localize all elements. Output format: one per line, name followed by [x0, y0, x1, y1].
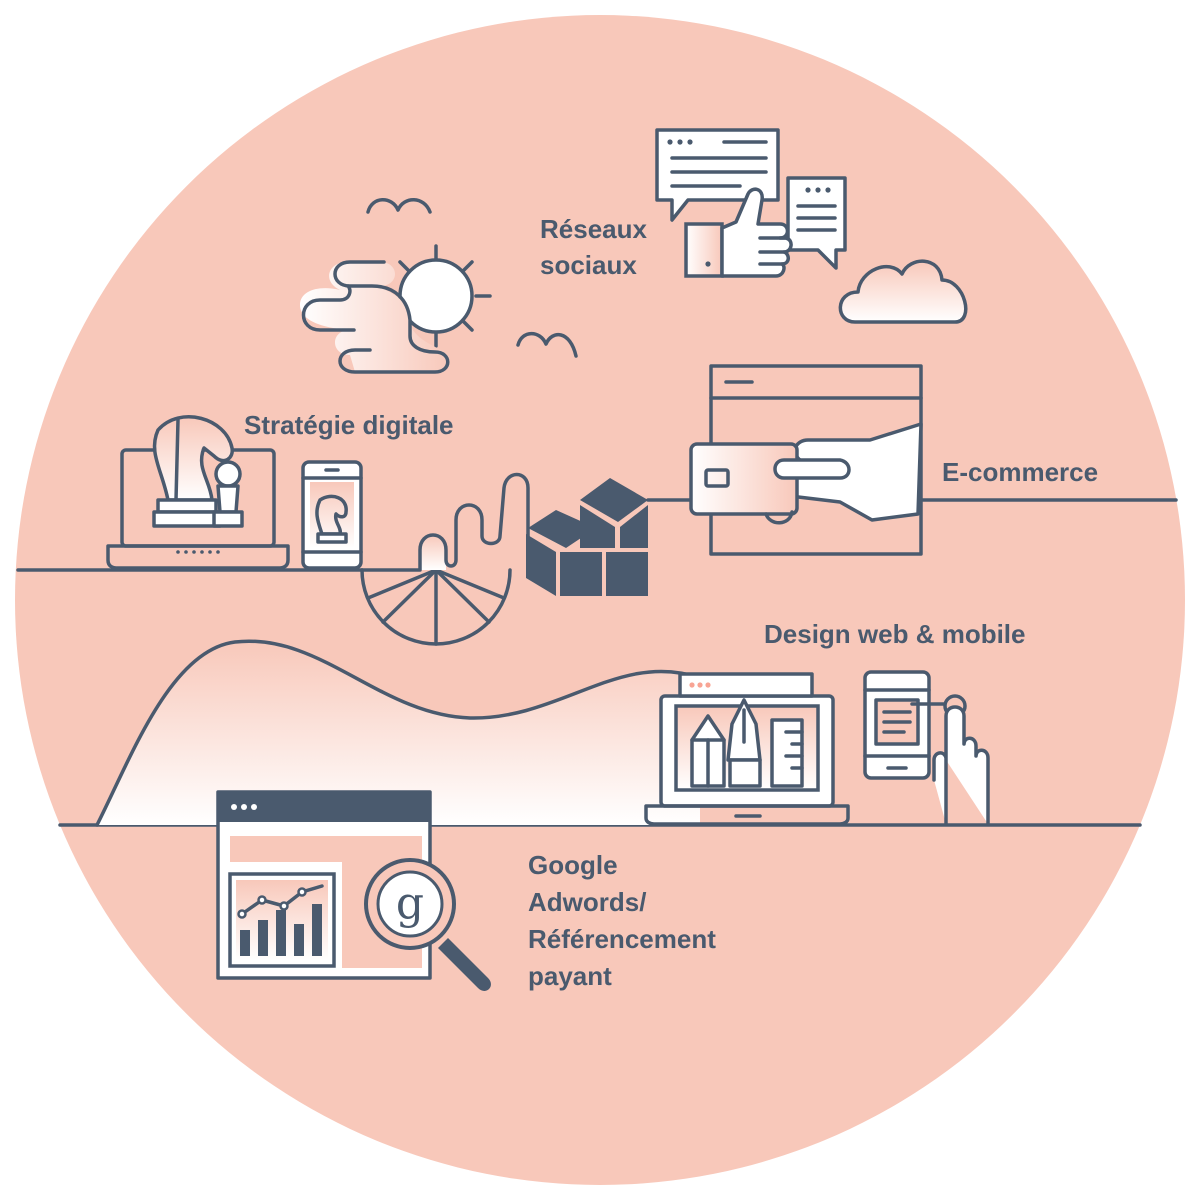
laptop-design-tools-icon	[644, 672, 850, 826]
label-google-3: Référencement	[528, 924, 716, 954]
phone-chess-icon	[301, 460, 363, 570]
label-reseaux-sociaux-1: Réseaux	[540, 214, 647, 244]
background-circle	[15, 15, 1185, 1185]
bird-icon	[516, 331, 578, 358]
label-google-2: Adwords/	[528, 887, 646, 917]
credit-card-hand-icon	[689, 422, 923, 525]
ferris-wheel-icon	[360, 472, 530, 646]
label-google-4: payant	[528, 961, 612, 991]
label-design-web-mobile: Design web & mobile	[764, 619, 1026, 649]
label-ecommerce: E-commerce	[942, 457, 1098, 487]
label-google-1: Google	[528, 850, 618, 880]
cloud-icon	[838, 259, 968, 324]
thumbs-up-icon	[684, 187, 793, 278]
google-g-glyph: g	[396, 878, 424, 929]
laptop-chess-icon	[106, 415, 290, 570]
label-strategie-digitale: Stratégie digitale	[244, 410, 454, 440]
magnifier-google-icon: g	[364, 858, 491, 991]
hill-wave	[95, 639, 702, 827]
phone-tap-icon	[863, 670, 990, 826]
cubes-icon	[526, 478, 648, 598]
cloud-sun-icon	[300, 244, 492, 374]
label-reseaux-sociaux-2: sociaux	[540, 250, 637, 280]
bird-icon	[366, 198, 432, 214]
